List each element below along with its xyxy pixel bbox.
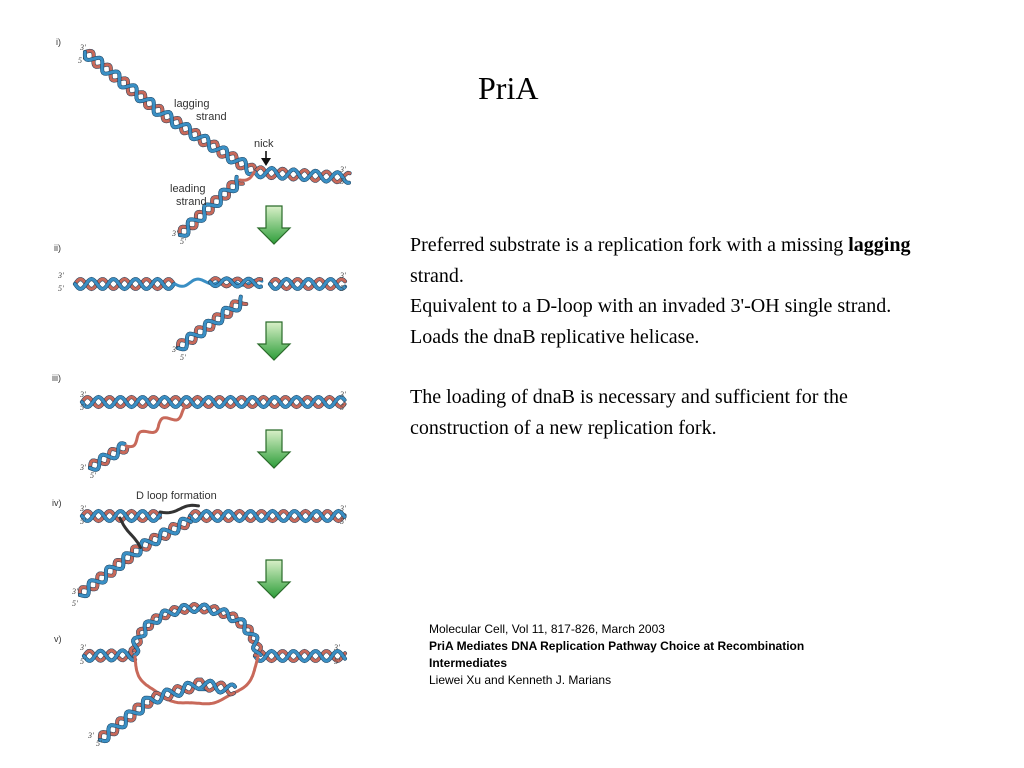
- panel-iii-single-strand: [124, 405, 187, 449]
- strand-end-label: 3': [79, 463, 86, 472]
- strand-end-label: 3': [87, 731, 94, 740]
- paragraph-loading: The loading of dnaB is necessary and suf…: [410, 386, 848, 439]
- panel-iv-right-duplex-strand-a: [188, 509, 346, 523]
- panel-i-leading-duplex-strand-b: [178, 180, 245, 237]
- strand-end-label: 5': [72, 599, 78, 608]
- strand-end-label: 5': [334, 657, 340, 666]
- strand-end-label: 5': [80, 403, 86, 412]
- strand-end-label: 5': [340, 177, 346, 186]
- strand-end-label: 3': [79, 43, 86, 52]
- strand-end-label: 3': [339, 390, 346, 399]
- strand-end-label: 3': [339, 165, 346, 174]
- panel-i-lagging-duplex-strand-a: [83, 50, 254, 176]
- panel-i-parent-duplex-strand-b: [253, 165, 352, 184]
- panel-v-lower-duplex-strand-b: [98, 678, 236, 742]
- strand-end-label: 3': [79, 643, 86, 652]
- citation-paper-title: PriA Mediates DNA Replication Pathway Ch…: [429, 639, 805, 670]
- label-lagging: lagging: [174, 98, 209, 110]
- panel-v-lower-duplex-strand-a: [98, 679, 237, 743]
- down-arrow-icon: [256, 321, 292, 361]
- panel-ii-leading-duplex-strand-b: [176, 299, 248, 350]
- strand-end-label: 3': [57, 271, 64, 280]
- paragraph-helicase: Loads the dnaB replicative helicase.: [410, 325, 700, 348]
- panel-iv-left-duplex-strand-a: [80, 509, 162, 523]
- label-d-loop: D loop formation: [136, 490, 217, 502]
- panel-iv-invading-duplex-strand-a: [78, 517, 193, 598]
- step-label-iv: iv): [52, 498, 62, 508]
- strand-end-label: 5': [80, 657, 86, 666]
- paragraph-dloop: Equivalent to a D-loop with an invaded 3…: [410, 295, 892, 317]
- strand-end-label: 5': [58, 284, 64, 293]
- strand-end-label: 3': [171, 229, 178, 238]
- citation: Molecular Cell, Vol 11, 817-826, March 2…: [429, 621, 849, 689]
- strand-end-label: 3': [79, 390, 86, 399]
- panel-i-parent-duplex-strand-a: [253, 166, 351, 185]
- strand-end-label: 5': [90, 471, 96, 480]
- panel-i-leading-duplex-strand-a: [178, 175, 239, 238]
- nick-arrow-icon: [261, 158, 271, 166]
- panel-v-left-duplex-strand-a: [82, 648, 137, 663]
- label-lagging-strand: strand: [196, 111, 227, 123]
- panel-v-bubble-top-strand-a: [131, 602, 263, 658]
- paragraph-substrate: Preferred substrate is a replication for…: [410, 234, 911, 287]
- dna-helices: [73, 48, 352, 744]
- citation-authors: Liewei Xu and Kenneth J. Marians: [429, 673, 612, 687]
- step-label-v: v): [54, 634, 62, 644]
- strand-end-label: 3': [333, 643, 340, 652]
- panel-iii-short-duplex-strand-a: [88, 441, 126, 472]
- step-label-iii: iii): [52, 373, 61, 383]
- panel-ii-right-duplex-strand-b: [268, 277, 347, 291]
- strand-end-label: 3': [339, 504, 346, 513]
- strand-end-label: 5': [96, 739, 102, 748]
- panel-v-bubble-bottom: [133, 654, 260, 706]
- strand-end-label: 3': [339, 271, 346, 280]
- panel-i-leading-end: [238, 170, 256, 182]
- strand-end-label: 5': [80, 517, 86, 526]
- panel-i-lagging-duplex-strand-b: [83, 49, 257, 171]
- panel-iv-cross-strand: [118, 516, 142, 550]
- down-arrow-icon: [256, 429, 292, 469]
- step-arrows: [256, 205, 292, 599]
- strand-end-label: 5': [180, 353, 186, 362]
- body-text: Preferred substrate is a replication for…: [410, 230, 950, 443]
- strand-end-label: 3': [79, 504, 86, 513]
- panel-iii-duplex-strand-a: [80, 395, 346, 409]
- strand-end-label: 5': [180, 237, 186, 246]
- panel-ii-left-duplex-strand-b: [73, 277, 176, 291]
- lagging-emphasis: lagging: [848, 234, 911, 256]
- down-arrow-icon: [256, 559, 292, 599]
- panel-ii-left-duplex-strand-a: [73, 277, 176, 291]
- strand-end-label: 5': [340, 517, 346, 526]
- strand-end-label: 5': [340, 284, 346, 293]
- strand-end-label: 3': [171, 345, 178, 354]
- panel-ii-leading-duplex-strand-a: [176, 295, 243, 351]
- panel-iv-displaced-strand: [158, 503, 200, 515]
- strand-end-label: 5': [78, 56, 84, 65]
- panel-v-left-duplex-strand-b: [82, 648, 137, 663]
- strand-end-marks: 3'5'3'5'3'5'3'5'3'5'3'5'3'5'3'5'3'5'3'5'…: [57, 43, 346, 748]
- replication-diagram: i) ii) iii) iv) v) lagging strand nick l…: [52, 37, 352, 748]
- panel-ii-middle-duplex-strand-a: [208, 276, 263, 289]
- step-label-ii: ii): [54, 243, 61, 253]
- down-arrow-icon: [256, 205, 292, 245]
- page-title: PriA: [478, 70, 539, 106]
- label-nick: nick: [254, 138, 274, 150]
- panel-ii-right-duplex-strand-a: [268, 277, 347, 291]
- panel-ii-middle-duplex-strand-b: [208, 276, 263, 289]
- strand-end-label: 3': [71, 587, 78, 596]
- label-leading: leading: [170, 183, 205, 195]
- step-label-i: i): [56, 37, 61, 47]
- panel-v-right-duplex-strand-a: [253, 649, 347, 663]
- strand-end-label: 5': [340, 403, 346, 412]
- label-leading-strand: strand: [176, 196, 207, 208]
- citation-journal: Molecular Cell, Vol 11, 817-826, March 2…: [429, 622, 665, 636]
